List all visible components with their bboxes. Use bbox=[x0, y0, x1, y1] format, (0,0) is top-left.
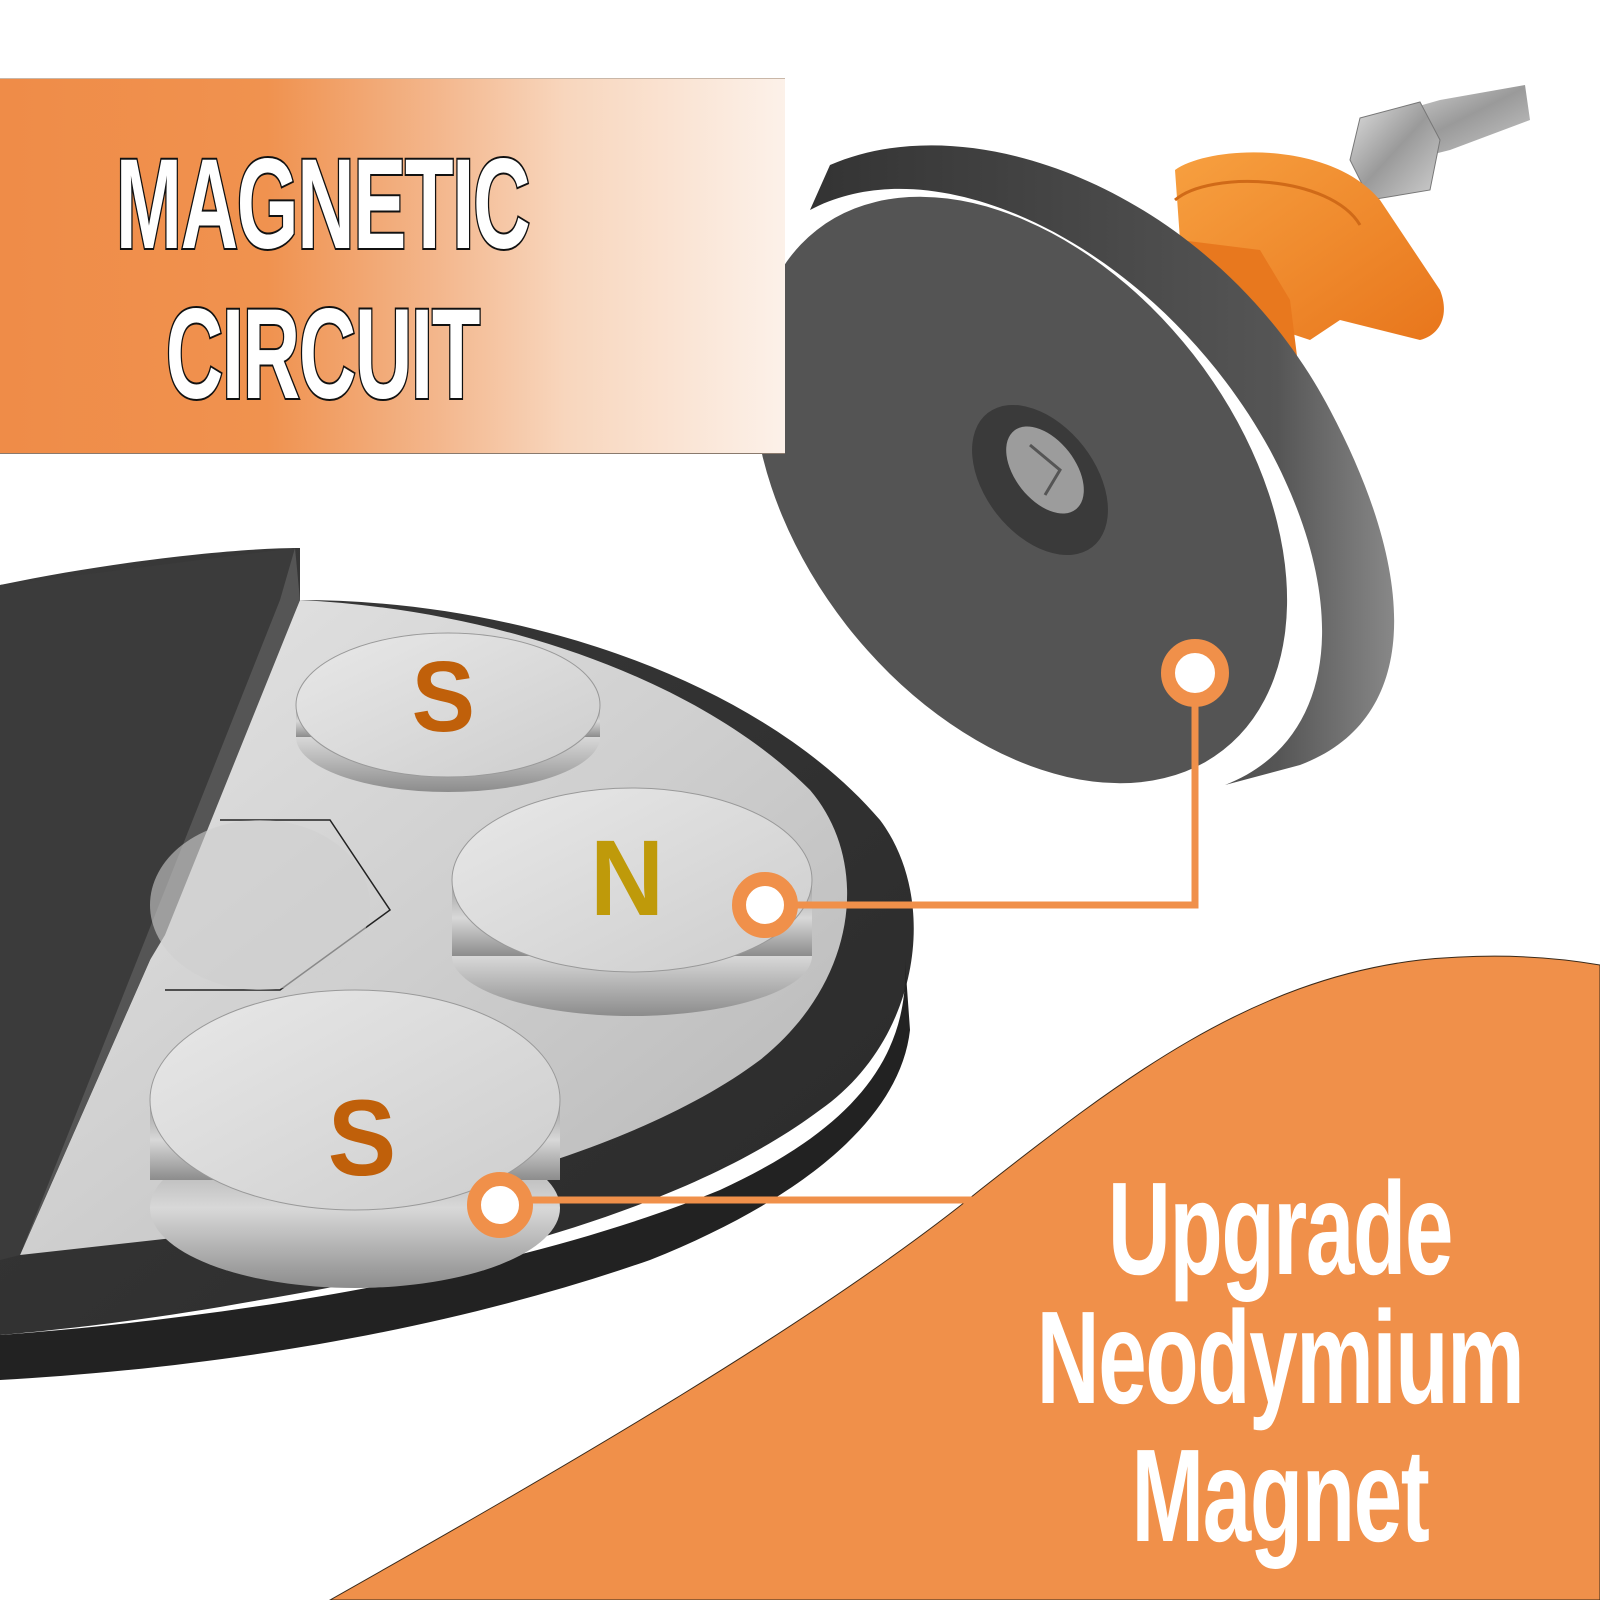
pole-label-north: N bbox=[589, 817, 665, 938]
pole-label-south-bottom: S bbox=[327, 1077, 397, 1198]
title-banner: MAGNETIC CIRCUIT bbox=[0, 78, 785, 454]
promo-background-wave bbox=[328, 955, 1600, 1600]
promo-text-line2: Neodymium bbox=[1036, 1284, 1525, 1431]
callout-dots bbox=[467, 639, 1229, 1238]
banner-title-line2: CIRCUIT bbox=[165, 281, 482, 428]
promo-text-line3: Magnet bbox=[1131, 1422, 1430, 1569]
product-magnet-knob bbox=[752, 85, 1530, 786]
callout-lines bbox=[495, 690, 1199, 1204]
magnet-cross-section bbox=[0, 548, 914, 1380]
pole-label-south-top: S bbox=[411, 641, 476, 753]
promo-text-line1: Upgrade bbox=[1107, 1155, 1453, 1302]
banner-title-line1: MAGNETIC bbox=[115, 131, 532, 278]
